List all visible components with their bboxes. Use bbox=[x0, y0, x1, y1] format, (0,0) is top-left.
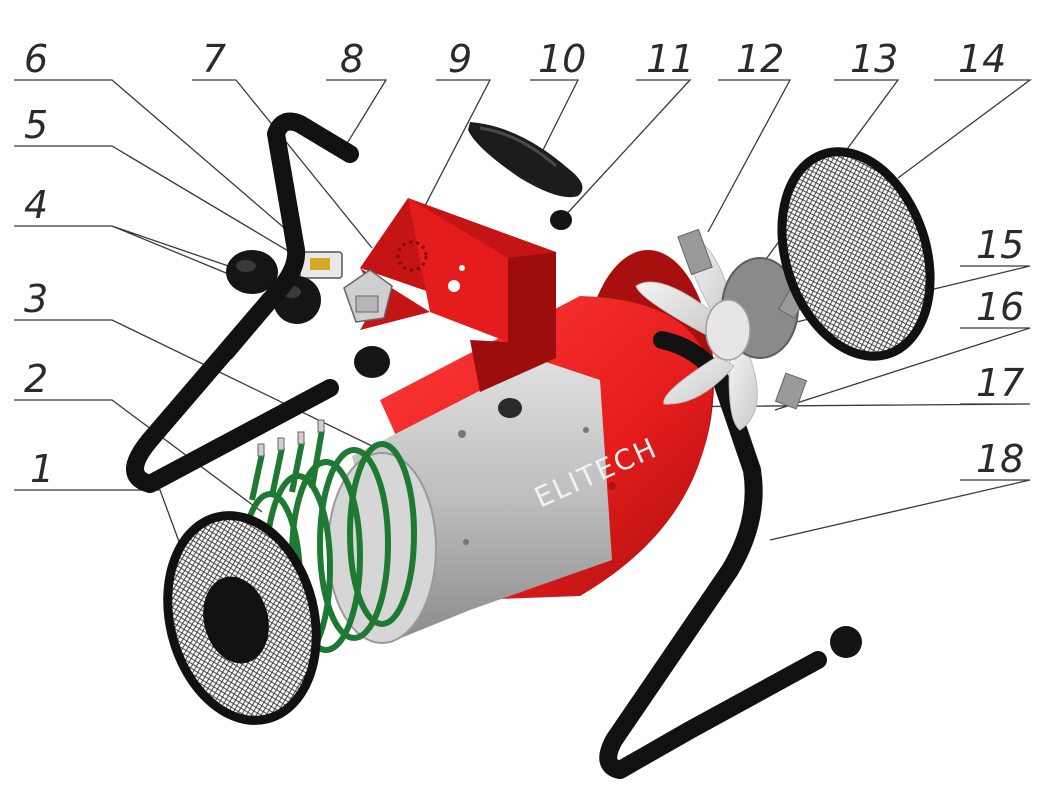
callout-8: 8 bbox=[340, 37, 364, 81]
callout-6: 6 bbox=[24, 37, 48, 81]
callout-1: 1 bbox=[30, 447, 54, 491]
grip-end-cap bbox=[550, 210, 572, 230]
callout-11: 11 bbox=[646, 37, 694, 81]
terminal-tip-2 bbox=[277, 437, 285, 451]
leader-line-9 bbox=[397, 79, 492, 259]
knob-on-housing bbox=[498, 398, 522, 418]
fan-assembly bbox=[635, 228, 812, 431]
right-frame-foot-cap bbox=[830, 626, 862, 658]
fan-hub bbox=[705, 299, 751, 361]
callout-18: 18 bbox=[976, 437, 1024, 481]
switch-assembly bbox=[299, 251, 393, 323]
control-box-hole-small bbox=[459, 265, 465, 271]
coil-terminal-2 bbox=[269, 447, 285, 497]
callout-5: 5 bbox=[24, 103, 48, 147]
coil-terminal-4 bbox=[309, 429, 325, 489]
leader-line-5 bbox=[14, 145, 301, 259]
callout-labels: 1 2 3 4 5 6 7 8 9 10 11 12 13 14 15 16 1… bbox=[24, 37, 1024, 491]
hole-1 bbox=[458, 430, 466, 438]
coil-ring-4 bbox=[317, 447, 391, 641]
callout-7: 7 bbox=[202, 37, 226, 81]
grip-highlight bbox=[479, 126, 557, 168]
knob-left bbox=[226, 250, 278, 294]
left-frame-front-leg bbox=[217, 291, 279, 361]
callout-10: 10 bbox=[538, 37, 586, 81]
leader-line-12 bbox=[707, 79, 792, 233]
fan-bracket-top bbox=[677, 228, 713, 276]
callout-14: 14 bbox=[958, 37, 1006, 81]
leader-line-7 bbox=[192, 79, 373, 249]
callout-16: 16 bbox=[976, 285, 1024, 329]
callout-4: 4 bbox=[24, 183, 48, 227]
rear-grille-rim bbox=[777, 147, 935, 361]
leader-line-18 bbox=[769, 479, 1031, 541]
coil-terminal-3 bbox=[289, 441, 305, 493]
leader-line-6 bbox=[14, 79, 297, 239]
grip-body bbox=[468, 122, 583, 198]
fan-blade-4 bbox=[663, 355, 735, 405]
callout-17: 17 bbox=[976, 361, 1024, 405]
terminal-tip-1 bbox=[257, 443, 265, 457]
control-box-vent-ring bbox=[396, 240, 428, 272]
hole-4 bbox=[608, 482, 616, 490]
callout-15: 15 bbox=[976, 223, 1024, 267]
handle-grip bbox=[468, 122, 583, 230]
front-grille bbox=[163, 511, 321, 725]
control-box-side bbox=[470, 252, 556, 392]
callout-3: 3 bbox=[24, 277, 48, 321]
coil-ring-5 bbox=[347, 441, 417, 627]
hole-2 bbox=[463, 539, 469, 545]
leader-line-16 bbox=[774, 327, 1031, 411]
coil-terminal-1 bbox=[249, 453, 265, 501]
rear-grille-mesh bbox=[781, 151, 931, 357]
knob-left-highlight bbox=[236, 260, 256, 272]
control-box-hole-large bbox=[448, 280, 460, 292]
hole-3 bbox=[583, 427, 589, 433]
terminal-tip-4 bbox=[317, 419, 325, 433]
terminal-tip-3 bbox=[297, 431, 305, 445]
coil-terminal-tips bbox=[257, 419, 325, 457]
fan-blade-1 bbox=[635, 281, 721, 341]
thermostat-plate bbox=[355, 295, 379, 313]
leader-line-11 bbox=[562, 79, 692, 219]
fan-blade-3 bbox=[728, 351, 758, 431]
callout-9: 9 bbox=[448, 37, 472, 81]
front-grille-rim bbox=[163, 511, 321, 725]
left-frame bbox=[126, 112, 359, 493]
leader-line-2 bbox=[14, 399, 263, 513]
control-box-front bbox=[408, 198, 508, 342]
leader-line-1 bbox=[14, 489, 189, 567]
rear-grille bbox=[777, 147, 935, 361]
switch-contact bbox=[310, 258, 330, 270]
callout-2: 2 bbox=[24, 357, 48, 401]
knob-lower bbox=[354, 346, 390, 378]
front-grille-center bbox=[203, 576, 269, 664]
callout-12: 12 bbox=[736, 37, 784, 81]
right-frame bbox=[599, 331, 827, 779]
leader-line-14 bbox=[897, 79, 1032, 179]
fan-bracket-bottom bbox=[774, 372, 808, 410]
leader-line-10 bbox=[530, 79, 580, 161]
leader-line-8 bbox=[326, 79, 388, 151]
callout-13: 13 bbox=[850, 37, 898, 81]
